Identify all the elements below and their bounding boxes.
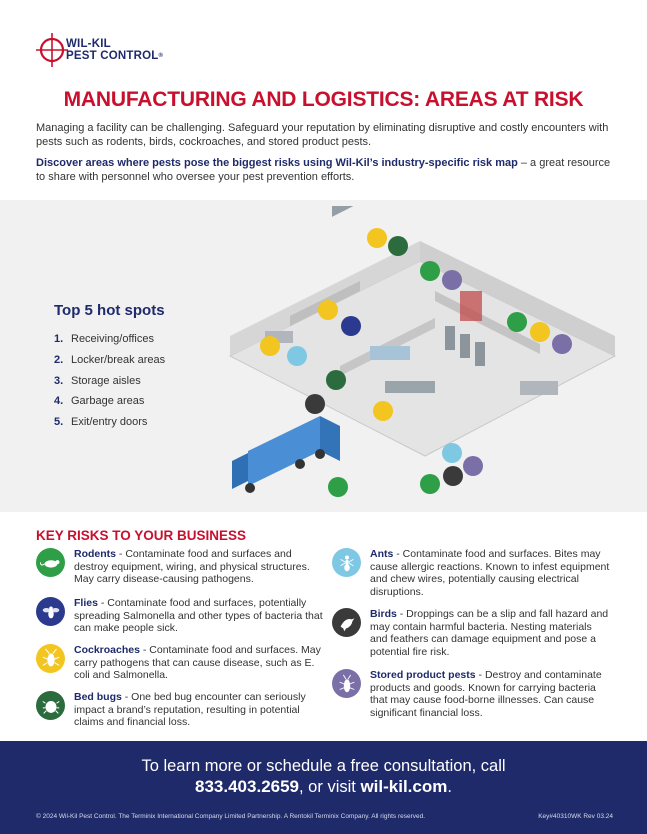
pest-marker-ant-icon — [442, 443, 462, 463]
pest-marker-fly-icon — [341, 316, 361, 336]
pest-marker-bird-icon — [443, 466, 463, 486]
cta-line-1: To learn more or schedule a free consult… — [141, 757, 506, 775]
pest-marker-stored-product-icon — [442, 270, 462, 290]
hot-spot-item: 3. Storage aisles — [54, 370, 165, 391]
wil-kil-logo: WIL-KIL PEST CONTROL® — [36, 30, 196, 74]
risk-name: Rodents — [74, 548, 116, 560]
hot-spot-item: 1. Receiving/offices — [54, 329, 165, 350]
hot-spots-list: Top 5 hot spots 1. Receiving/offices 2. Loc… — [54, 302, 165, 432]
pest-marker-rodent-icon — [328, 477, 348, 497]
risk-item: Cockroaches - Contaminate food and surfa… — [36, 644, 324, 682]
hot-spot-item: 2. Locker/break areas — [54, 350, 165, 371]
website-link[interactable]: wil-kil.com — [360, 777, 448, 796]
risk-description: - Destroy and contaminate products and g… — [370, 669, 602, 720]
pest-marker-rodent-icon — [507, 312, 527, 332]
pest-marker-bird-icon — [305, 394, 325, 414]
pest-marker-rodent-icon — [420, 261, 440, 281]
risk-name: Birds — [370, 608, 397, 620]
logo-line1: WIL-KIL — [66, 38, 111, 50]
pest-marker-stored-product-icon — [463, 456, 483, 476]
fly-icon — [36, 597, 65, 626]
hot-spot-number: 5. — [54, 416, 64, 429]
pest-marker-cockroach-icon — [260, 336, 280, 356]
pest-marker-cockroach-icon — [530, 322, 550, 342]
bedbug-icon — [36, 691, 65, 720]
risk-item: Flies - Contaminate food and surfaces, p… — [36, 597, 324, 635]
risk-description: - Contaminate food and surfaces. Bites m… — [370, 548, 610, 599]
pest-marker-cockroach-icon — [367, 228, 387, 248]
risk-item: Bed bugs - One bed bug encounter can ser… — [36, 691, 324, 729]
risk-description: - Contaminate food and surfaces. May car… — [74, 644, 321, 682]
hot-spot-number: 3. — [54, 374, 64, 387]
pest-marker-cockroach-icon — [318, 300, 338, 320]
risk-description: - Contaminate food and surfaces and dest… — [74, 548, 310, 586]
phone-number[interactable]: 833.403.2659 — [195, 777, 300, 796]
pest-marker-stored-product-icon — [552, 334, 572, 354]
hot-spot-label: Receiving/offices — [71, 333, 154, 346]
intro-rest: – a great resource to share with personn… — [36, 157, 611, 183]
pest-marker-bedbug-icon — [326, 370, 346, 390]
stored-product-pest-icon — [332, 669, 361, 698]
intro-paragraph: Managing a facility can be challenging. … — [36, 122, 609, 148]
hot-spot-number: 1. — [54, 333, 64, 346]
risk-name: Bed bugs — [74, 691, 122, 703]
legal-text: © 2024 Wil-Kil Pest Control. The Termini… — [36, 813, 426, 820]
risk-name: Stored product pests — [370, 669, 476, 681]
pest-marker-bedbug-icon — [388, 236, 408, 256]
risk-description: - Contaminate food and surfaces, potenti… — [74, 597, 323, 635]
cta-connector: , or visit — [299, 778, 361, 796]
hot-spot-label: Garbage areas — [71, 395, 145, 408]
cockroach-icon — [36, 644, 65, 673]
risk-item: Ants - Contaminate food and surfaces. Bi… — [332, 548, 612, 599]
cta-line-2: 833.403.2659, or visit wil-kil.com. — [0, 777, 647, 797]
pest-marker-ant-icon — [287, 346, 307, 366]
hot-spot-item: 5. Exit/entry doors — [54, 412, 165, 433]
risk-item: Stored product pests - Destroy and conta… — [332, 669, 612, 720]
key-risks-title: KEY RISKS TO YOUR BUSINESS — [36, 528, 247, 543]
risk-item: Rodents - Contaminate food and surfaces … — [36, 548, 324, 586]
facility-illustration — [228, 206, 617, 497]
document-key: Key#40310WK Rev 03.24 — [538, 813, 613, 820]
risk-name: Ants — [370, 548, 394, 560]
hot-spots-title: Top 5 hot spots — [54, 302, 165, 319]
hot-spot-number: 2. — [54, 354, 64, 367]
rodent-icon — [36, 548, 65, 577]
hot-spot-label: Exit/entry doors — [71, 416, 148, 429]
hot-spot-label: Locker/break areas — [71, 354, 166, 367]
hot-spot-number: 4. — [54, 395, 64, 408]
risk-item: Birds - Droppings can be a slip and fall… — [332, 608, 612, 659]
pest-marker-cockroach-icon — [373, 401, 393, 421]
footer-banner: To learn more or schedule a free consult… — [0, 741, 647, 834]
risk-name: Flies — [74, 597, 98, 609]
hot-spot-label: Storage aisles — [71, 374, 141, 387]
logo-registered: ® — [158, 53, 164, 59]
risk-description: - Droppings can be a slip and fall hazar… — [370, 608, 609, 659]
risk-name: Cockroaches — [74, 644, 140, 656]
bird-icon — [332, 608, 361, 637]
intro-paragraph-2: Discover areas where pests pose the bigg… — [36, 157, 616, 184]
cta-end: . — [447, 778, 452, 796]
pest-marker-rodent-icon — [420, 474, 440, 494]
risk-description: - One bed bug encounter can seriously im… — [74, 691, 306, 729]
logo-line2: PEST CONTROL — [66, 50, 159, 62]
page-title: MANUFACTURING AND LOGISTICS: AREAS AT RI… — [63, 88, 584, 111]
ant-icon — [332, 548, 361, 577]
crosshair-logo-icon — [36, 33, 68, 67]
intro-bold: Discover areas where pests pose the bigg… — [36, 157, 518, 169]
hot-spot-item: 4. Garbage areas — [54, 391, 165, 412]
